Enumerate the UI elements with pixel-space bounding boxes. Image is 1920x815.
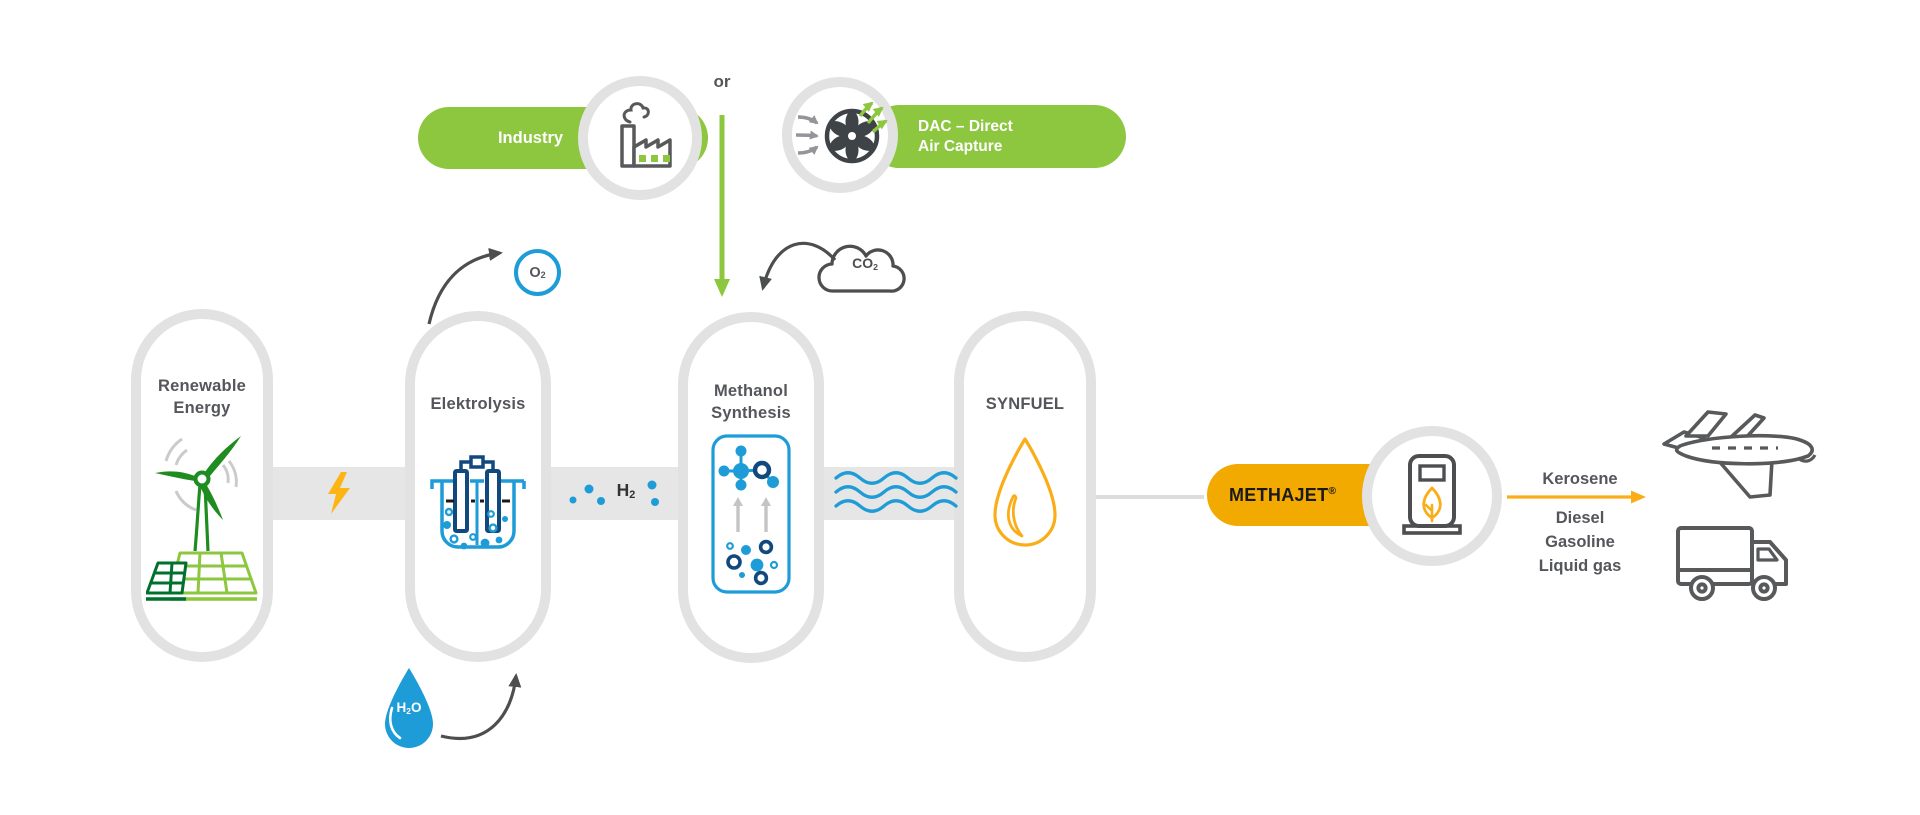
stage-synfuel: SYNFUEL <box>954 311 1096 662</box>
h2-label: H2 <box>616 480 636 502</box>
gasoline-label: Gasoline <box>1545 533 1615 551</box>
water-drop-icon <box>385 668 433 748</box>
co2-label: CO2 <box>852 255 878 272</box>
waves-icon <box>834 471 958 513</box>
electrolysis-cell-icon <box>430 455 526 550</box>
industry-circle <box>578 76 702 200</box>
dac-fan-icon <box>795 101 888 164</box>
stage-electrolysis: Elektrolysis <box>405 311 551 662</box>
fuel-drop-icon <box>993 437 1057 547</box>
h2-bubbles-icon <box>569 480 659 506</box>
airplane-icon <box>1662 410 1817 499</box>
liquid-gas-label: Liquid gas <box>1538 557 1622 575</box>
dac-label: DAC – Direct Air Capture <box>918 117 1013 155</box>
stage-title-electrolysis: Elektrolysis <box>430 395 526 413</box>
lightning-bolt-icon <box>328 472 350 514</box>
solar-panels-icon <box>146 551 258 601</box>
truck-icon <box>1676 526 1788 601</box>
fuel-outputs-list: Diesel Gasoline Liquid gas <box>1500 506 1660 578</box>
or-label: or <box>713 72 731 91</box>
dac-pill: DAC – Direct Air Capture <box>868 105 1126 168</box>
h2o-arrow <box>440 673 522 740</box>
diesel-label: Diesel <box>1555 509 1605 527</box>
wind-turbine-icon <box>155 436 241 552</box>
industry-label: Industry <box>497 128 564 147</box>
factory-icon <box>620 102 672 168</box>
fuel-pump-icon <box>1402 454 1462 535</box>
kerosene-label: Kerosene <box>1542 470 1618 488</box>
fuel-pump-circle <box>1362 426 1502 566</box>
methajet-label: METHAJET® <box>1229 484 1337 505</box>
stage-title-synfuel: SYNFUEL <box>985 395 1065 413</box>
dac-circle <box>782 77 898 193</box>
o2-badge: O2 <box>514 249 561 296</box>
h2o-label: H2O <box>396 700 422 716</box>
methanol-reactor-icon <box>711 434 791 594</box>
